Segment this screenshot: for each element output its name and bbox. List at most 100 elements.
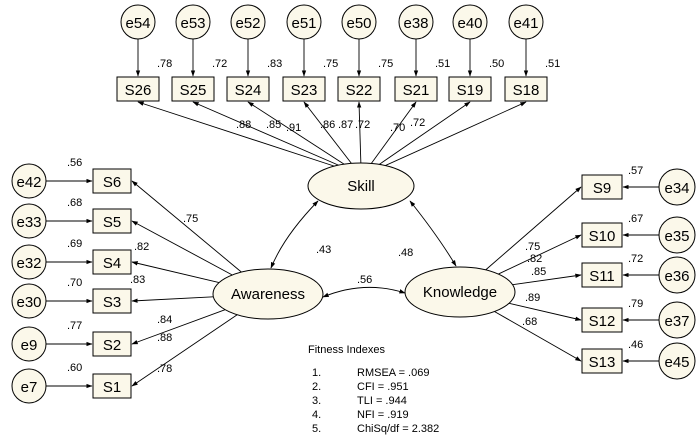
loading-path xyxy=(373,101,471,169)
loading-path xyxy=(303,101,356,169)
loading-path xyxy=(494,311,582,362)
observed-variable: S4 xyxy=(92,249,132,275)
observed-variable: S18 xyxy=(504,76,548,102)
observed-variable: S1 xyxy=(92,373,132,399)
r-squared-label: .70 xyxy=(67,277,82,289)
knowledge-indicator: e37 S12 xyxy=(581,301,696,339)
observed-variable: S25 xyxy=(171,76,215,102)
latent-skill: Skill xyxy=(307,162,415,210)
loading-path xyxy=(131,261,220,284)
r-squared-label: .51 xyxy=(435,58,450,70)
error-term: e7 xyxy=(11,368,47,404)
error-term: e41 xyxy=(508,4,544,40)
observed-variable: S5 xyxy=(92,208,132,234)
fitness-value: TLI = .944 xyxy=(357,395,407,407)
fitness-number: 1. xyxy=(312,367,321,379)
r-squared-label: .68 xyxy=(67,197,82,209)
knowledge-indicator: e34 S9 xyxy=(581,168,696,206)
observed-label: S1 xyxy=(103,379,121,396)
fitness-value: NFI = .919 xyxy=(357,409,409,421)
error-label: e51 xyxy=(291,15,316,32)
observed-label: S18 xyxy=(513,82,540,99)
r-squared-label: .72 xyxy=(628,253,643,265)
observed-label: S9 xyxy=(593,180,611,197)
error-label: e33 xyxy=(16,214,41,231)
loading-path xyxy=(508,302,582,321)
observed-variable: S19 xyxy=(448,76,492,102)
error-label: e42 xyxy=(16,174,41,191)
error-label: e37 xyxy=(664,313,689,330)
observed-variable: S12 xyxy=(581,307,623,333)
r-squared-label: .83 xyxy=(267,58,282,70)
observed-label: S24 xyxy=(235,82,262,99)
fitness-value: RMSEA = .069 xyxy=(357,367,429,379)
error-term: e9 xyxy=(11,326,47,362)
loading-path xyxy=(131,314,238,387)
fitness-value: ChiSq/df = 2.382 xyxy=(357,423,439,435)
loading-label: .82 xyxy=(527,253,542,265)
r-squared-label: .56 xyxy=(67,157,82,169)
r-squared-label: .75 xyxy=(378,58,393,70)
observed-variable: S3 xyxy=(92,288,132,314)
error-label: e9 xyxy=(21,337,38,354)
error-label: e38 xyxy=(403,15,428,32)
fitness-number: 5. xyxy=(312,423,321,435)
loading-path xyxy=(131,180,242,273)
fitness-title: Fitness Indexes xyxy=(308,344,386,356)
loading-label: .75 xyxy=(525,241,540,253)
observed-label: S12 xyxy=(589,313,616,330)
error-term: e52 xyxy=(230,4,266,40)
error-label: e53 xyxy=(180,15,205,32)
error-label: e36 xyxy=(664,268,689,285)
correlation-skill-knowledge xyxy=(409,200,457,267)
error-label: e7 xyxy=(21,379,38,396)
r-squared-label: .46 xyxy=(628,339,643,351)
r-squared-label: .51 xyxy=(545,58,560,70)
loading-label: .85 xyxy=(531,266,546,278)
r-squared-label: .69 xyxy=(67,238,82,250)
error-label: e34 xyxy=(664,180,689,197)
loading-label: .89 xyxy=(525,292,540,304)
loading-path xyxy=(367,101,417,169)
loading-path xyxy=(485,186,582,271)
observed-label: S11 xyxy=(589,268,615,285)
error-label: e50 xyxy=(346,15,371,32)
error-label: e35 xyxy=(664,228,689,245)
error-label: e41 xyxy=(513,15,538,32)
observed-label: S10 xyxy=(589,228,616,245)
correlation-awareness-knowledge xyxy=(322,286,406,298)
r-squared-label: .77 xyxy=(67,320,82,332)
r-squared-label: .79 xyxy=(628,298,643,310)
latent-awareness: Awareness xyxy=(212,268,324,320)
loading-label: .88 xyxy=(157,332,172,344)
error-term: e32 xyxy=(11,244,47,280)
r-squared-label: .75 xyxy=(323,58,338,70)
observed-label: S22 xyxy=(346,82,373,99)
r-squared-label: .72 xyxy=(212,58,227,70)
error-term: e38 xyxy=(398,4,434,40)
observed-label: S3 xyxy=(103,294,121,311)
loading-path xyxy=(356,101,362,169)
latent-knowledge: Knowledge xyxy=(404,266,516,318)
r-squared-label: .50 xyxy=(489,58,504,70)
error-term: e40 xyxy=(452,4,488,40)
observed-variable: S9 xyxy=(581,174,623,200)
observed-label: S13 xyxy=(589,354,616,371)
observed-variable: S23 xyxy=(282,76,326,102)
correlation-label: .43 xyxy=(316,244,331,256)
error-term: e50 xyxy=(341,4,377,40)
loading-label: .88 xyxy=(236,119,251,131)
fitness-number: 2. xyxy=(312,381,321,393)
error-term: e53 xyxy=(175,4,211,40)
loading-path xyxy=(131,296,214,303)
error-term: e33 xyxy=(11,203,47,239)
